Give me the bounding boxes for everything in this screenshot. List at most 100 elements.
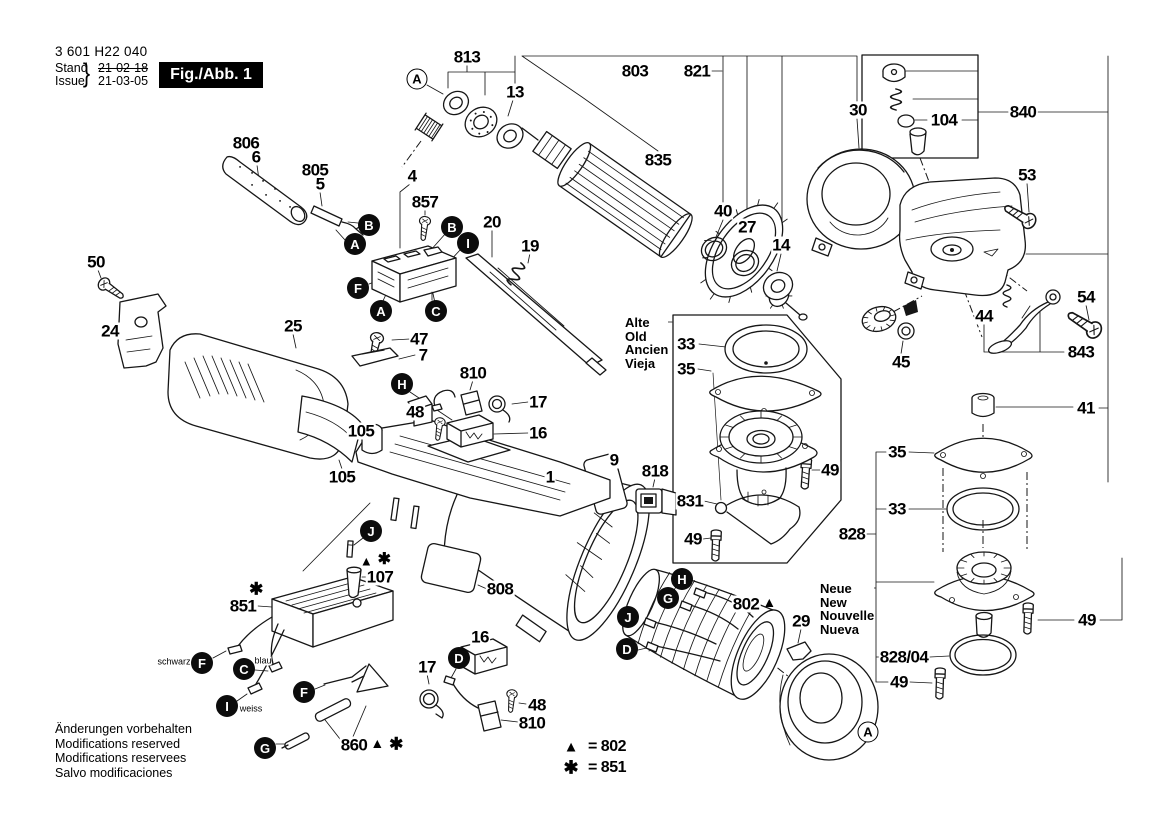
part-label-7: 7 [417, 345, 429, 365]
callout-D: D [448, 647, 470, 669]
star-mark: ✱ [249, 579, 263, 599]
part-label-35: 35 [887, 442, 907, 462]
lock-pin [909, 127, 927, 156]
part-label-41: 41 [1076, 398, 1096, 418]
part-label-808: 808 [485, 579, 515, 599]
issue-date: 21-03-05 [98, 74, 149, 88]
part-label-50: 50 [86, 252, 106, 272]
part-label-1: 1 [544, 467, 556, 487]
adjust-knob-45 [861, 300, 918, 340]
part-label-33: 33 [676, 334, 696, 354]
clamp-plate-24 [117, 293, 167, 369]
part-label-49: 49 [820, 460, 840, 480]
stand-label: Stand [55, 61, 88, 75]
part-label-13: 13 [505, 82, 525, 102]
part-label-35: 35 [676, 359, 696, 379]
gear-housing [898, 177, 1027, 297]
threaded-ring-33-old [724, 324, 808, 374]
nameplate-sticker-808 [420, 542, 482, 594]
part-label-105: 105 [346, 421, 376, 441]
part-label-49: 49 [1077, 610, 1097, 630]
callout-G: G [657, 587, 679, 609]
header-brace: } [82, 58, 91, 88]
part-label-44: 44 [974, 306, 994, 326]
part-label-805: 805 [300, 160, 330, 180]
part-label-17: 17 [528, 392, 548, 412]
key-plate-7 [351, 347, 399, 367]
gasket-35-new [934, 437, 1033, 479]
part-label-5: 5 [314, 174, 326, 194]
bell-cover-29 [779, 641, 879, 761]
grommet-107 [346, 566, 362, 599]
part-label-20: 20 [482, 212, 502, 232]
wire-color-label-blau: blau [254, 655, 272, 666]
stand-date: 21-02-18 [98, 61, 149, 75]
part-label-49: 49 [683, 529, 703, 549]
part-label-851: 851 [228, 596, 258, 616]
callout-B: B [358, 214, 380, 236]
part-label-802: 802 [731, 594, 761, 614]
star-mark: ✱ [377, 551, 391, 568]
part-label-4: 4 [406, 166, 418, 186]
callout-H: H [671, 568, 693, 590]
callout-A: A [406, 68, 428, 90]
part-label-105: 105 [327, 467, 357, 487]
callout-A: A [857, 721, 879, 743]
spindle-lock-840 [882, 63, 927, 156]
part-label-107: 107 [365, 567, 395, 587]
legend-symbol-0: ▲ [563, 738, 579, 756]
bearing-flange-828-new [934, 551, 1035, 638]
part-label-40: 40 [713, 201, 733, 221]
o-ring-104 [897, 114, 915, 128]
part-label-48: 48 [527, 695, 547, 715]
document-part-number: 3 601 H22 040 [55, 44, 148, 59]
housing-liner-105-part [297, 395, 363, 463]
part-label-49: 49 [889, 672, 909, 692]
part-label-27: 27 [737, 217, 757, 237]
guard-flange-30 [806, 148, 916, 257]
callout-C: C [425, 300, 447, 322]
spring-clip-831 [714, 489, 801, 545]
callout-J: J [360, 520, 382, 542]
part-label-16: 16 [470, 627, 490, 647]
part-label-16: 16 [528, 423, 548, 443]
callout-F: F [191, 652, 213, 674]
brush-cluster-top [431, 389, 511, 448]
part-label-48: 48 [405, 402, 425, 422]
group-label-new-version: Neue New Nouvelle Nueva [820, 581, 875, 637]
figure-caption-box: Fig./Abb. 1 [159, 62, 263, 88]
callout-C: C [233, 658, 255, 680]
part-label-24: 24 [100, 321, 120, 341]
part-label-810: 810 [458, 363, 488, 383]
retaining-rings-40-27-14 [700, 236, 794, 301]
o-ring-828-04 [949, 634, 1017, 676]
part-label-857: 857 [410, 192, 440, 212]
connector-pin-j [346, 540, 354, 558]
switch-assembly-4 [371, 245, 457, 311]
part-label-840: 840 [1008, 102, 1038, 122]
part-label-19: 19 [520, 236, 540, 256]
part-label-821: 821 [682, 61, 712, 81]
part-label-835: 835 [643, 150, 673, 170]
callout-B: B [441, 216, 463, 238]
part-label-33: 33 [887, 499, 907, 519]
part-label-17: 17 [417, 657, 437, 677]
slider-bar-20 [465, 253, 607, 376]
triangle-mark: ▲ [762, 594, 776, 610]
wire-sleeves-860 [281, 698, 352, 750]
part-label-828-04: 828/04 [878, 647, 930, 667]
callout-A: A [370, 300, 392, 322]
part-label-45: 45 [891, 352, 911, 372]
part-label-806: 806 [231, 133, 261, 153]
callout-H: H [391, 373, 413, 395]
star-mark: ✱ [389, 734, 403, 754]
bearing-13 [496, 123, 524, 149]
part-label-9: 9 [608, 450, 620, 470]
switch-button-818 [635, 488, 677, 516]
callout-I: I [457, 232, 479, 254]
part-label-54: 54 [1076, 287, 1096, 307]
callout-F: F [293, 681, 315, 703]
